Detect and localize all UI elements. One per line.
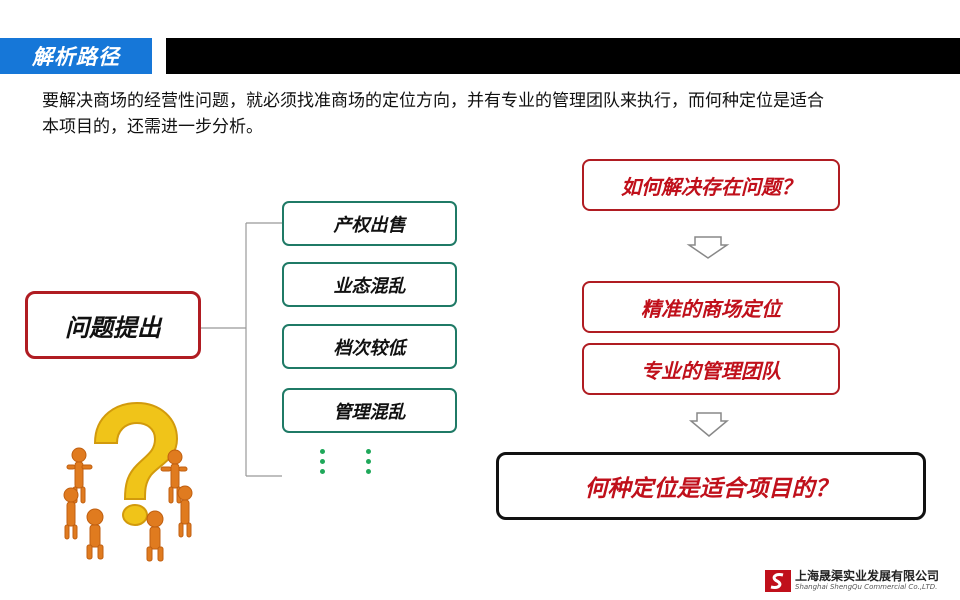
question-figures-illustration [63,401,193,562]
down-arrow-1 [686,236,730,259]
ellipsis-dots-left [320,449,325,474]
issue-label: 档次较低 [333,337,406,359]
intro-text: 要解决商场的经营性问题，就必须找准商场的定位方向，并有专业的管理团队来执行，而何… [42,88,922,140]
solution-box-management: 专业的管理团队 [582,343,840,395]
question-dot [122,504,148,526]
person-figures [63,447,193,562]
issue-box: 档次较低 [282,324,457,369]
company-name-en: Shanghai ShengQu Commercial Co.,LTD. [795,583,938,591]
issue-label: 管理混乱 [333,401,406,423]
issue-box: 产权出售 [282,201,457,246]
issue-box: 管理混乱 [282,388,457,433]
header-bar [166,38,960,74]
question-box: 如何解决存在问题？ [582,159,840,211]
issue-box: 业态混乱 [282,262,457,307]
question-mark-icon [93,401,179,500]
company-name-cn: 上海晟渠实业发展有限公司 [795,569,940,583]
company-logo-icon [765,570,791,592]
solution-label: 专业的管理团队 [641,358,781,383]
problem-label: 问题提出 [65,313,161,342]
problem-box: 问题提出 [25,291,201,359]
issue-label: 产权出售 [333,214,406,236]
final-question-box: 何种定位是适合项目的？ [496,452,926,520]
final-question-label: 何种定位是适合项目的？ [584,476,838,502]
issue-label: 业态混乱 [333,275,406,297]
solution-label: 精准的商场定位 [641,296,781,321]
ellipsis-dots-right [366,449,371,474]
section-title: 解析路径 [0,38,152,74]
solution-box-positioning: 精准的商场定位 [582,281,840,333]
down-arrow-2 [688,412,730,437]
intro-line-2: 本项目的，还需进一步分析。 [42,117,263,137]
question-label: 如何解决存在问题？ [621,174,801,199]
intro-line-1: 要解决商场的经营性问题，就必须找准商场的定位方向，并有专业的管理团队来执行，而何… [42,91,824,111]
